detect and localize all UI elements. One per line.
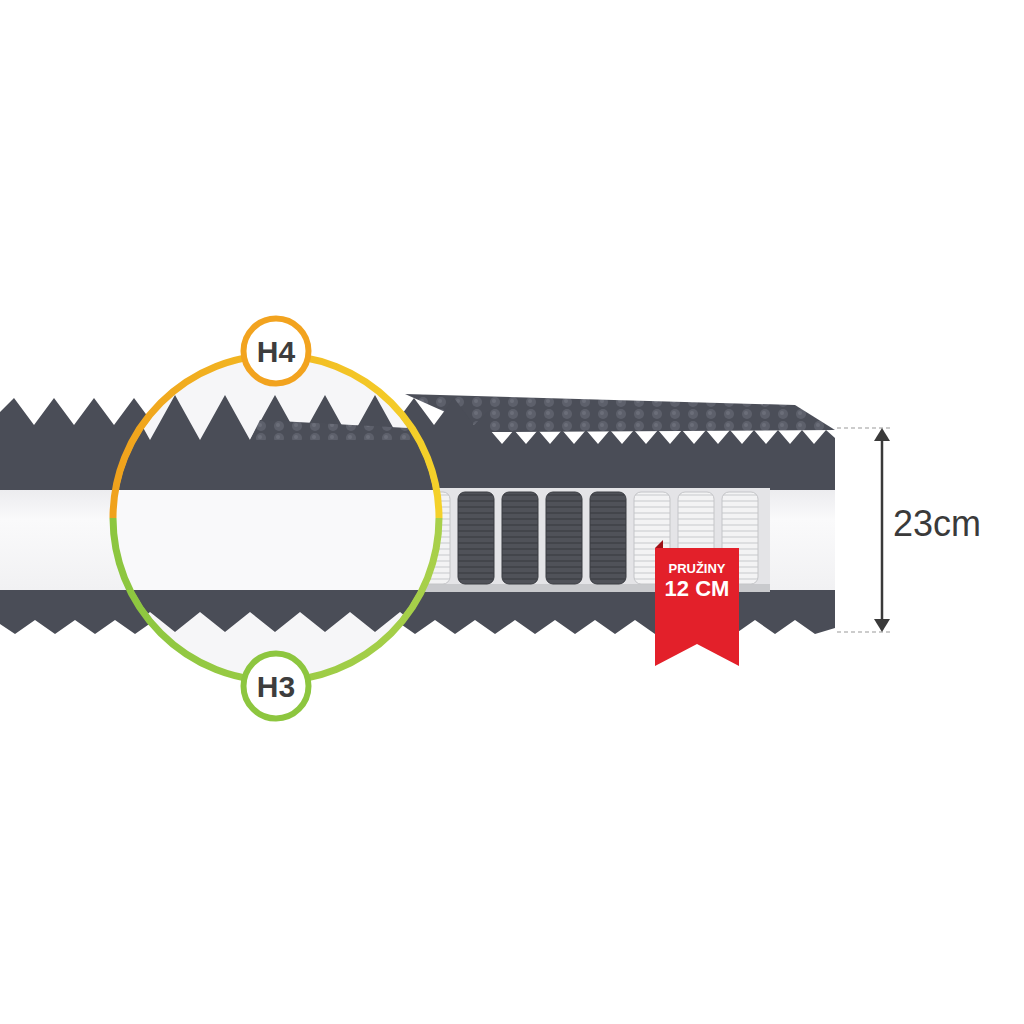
spring <box>458 492 494 584</box>
spring <box>590 492 626 584</box>
dimension-label: 23cm <box>893 504 981 544</box>
ribbon-shape <box>655 548 739 666</box>
ribbon-text: 12 CM <box>665 577 730 601</box>
firmness-badge: H4 <box>240 315 312 387</box>
magnifier-lens <box>110 350 450 690</box>
dimension-arrowhead <box>874 619 890 632</box>
spring-ribbon: PRUŽINY12 CM <box>655 548 739 666</box>
dimension-line <box>881 434 884 626</box>
ribbon-text: PRUŽINY <box>668 562 725 576</box>
badge-circle <box>244 319 309 384</box>
spring <box>546 492 582 584</box>
firmness-label: H3 <box>257 670 295 703</box>
ribbon-fold <box>655 540 663 548</box>
firmness-label: H4 <box>257 335 295 368</box>
spring <box>502 492 538 584</box>
lens-middle-layer <box>110 490 450 590</box>
lens-ground <box>110 350 450 690</box>
firmness-badge: H3 <box>240 650 312 722</box>
dimension-arrowhead <box>874 428 890 441</box>
badge-circle <box>244 654 309 719</box>
